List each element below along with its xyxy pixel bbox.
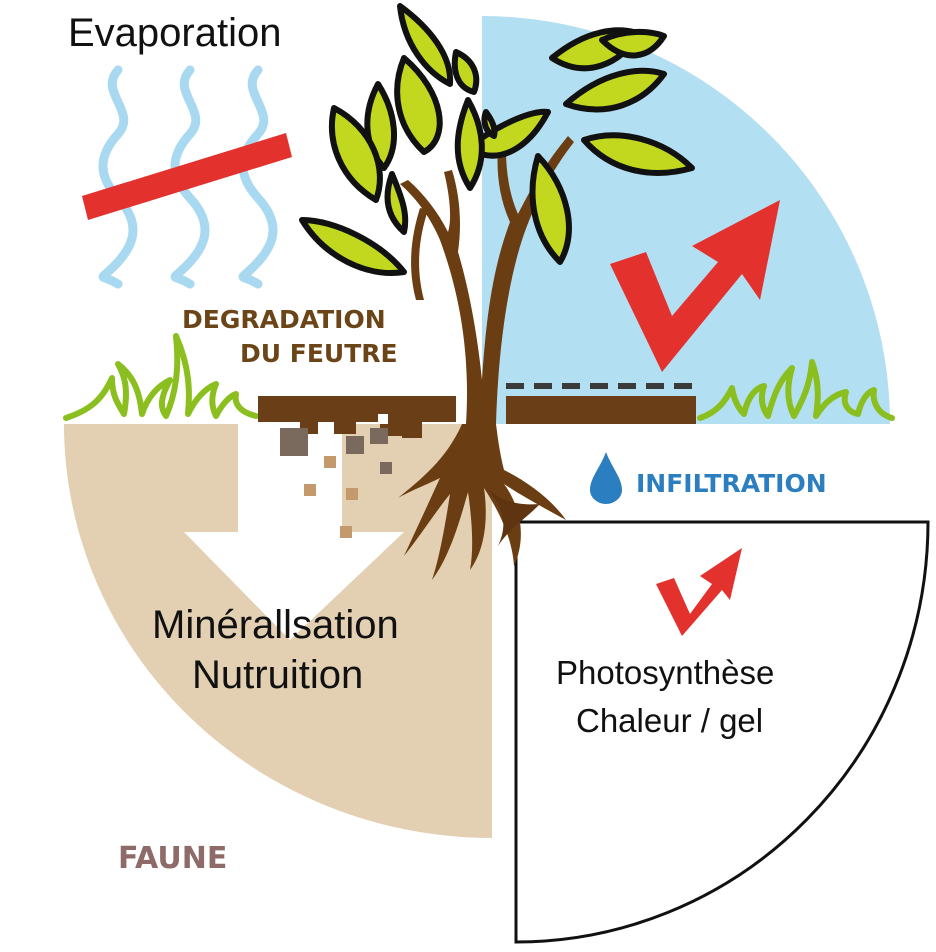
tree-leaves (299, 3, 695, 276)
photosynthese-label-line1: Photosynthèse (556, 654, 774, 691)
mineralisation-label-line2: Nutruition (192, 653, 363, 697)
water-drop-icon (590, 452, 622, 504)
evaporation-label: Evaporation (68, 11, 281, 55)
check-arrow-icon (610, 200, 780, 372)
photosynthesis-quadrant (514, 520, 930, 944)
reduction-bar-icon (82, 133, 292, 220)
mineralisation-label-line1: Minérallsation (152, 603, 399, 647)
grass-icon (63, 333, 259, 421)
check-arrow-icon-small (656, 548, 742, 636)
grass-icon-right (697, 359, 895, 421)
water-quadrant (482, 16, 890, 424)
soil-quadrant (64, 424, 492, 838)
faune-label: FAUNE (118, 841, 227, 876)
tree-trunk (400, 136, 574, 424)
down-arrow-icon (184, 424, 404, 640)
degradation-label-line2: DU FEUTRE (240, 339, 398, 368)
felt-layer-left (258, 396, 456, 422)
infiltration-label: INFILTRATION (636, 469, 827, 498)
tree-roots (398, 424, 566, 580)
degradation-label-line1: DEGRADATION (182, 305, 386, 334)
photosynthese-label-line2: Chaleur / gel (576, 702, 763, 739)
felt-layer-right (506, 396, 696, 424)
degradation-particles (280, 412, 422, 538)
